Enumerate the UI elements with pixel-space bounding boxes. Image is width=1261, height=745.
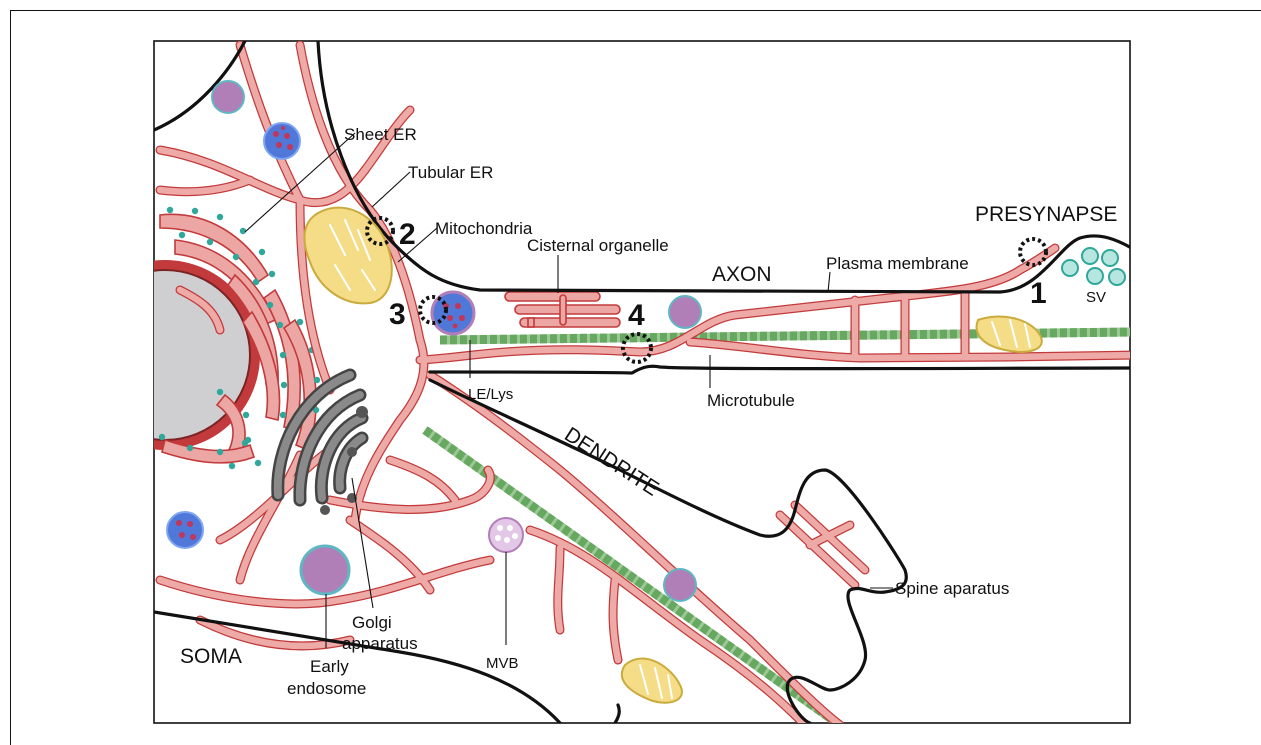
label-early-endosome-line2: endosome [287,679,366,698]
endosome-dendrite [664,569,696,601]
label-golgi-line1: Golgi [352,613,392,632]
label-plasma-membrane: Plasma membrane [826,254,969,273]
endosome-top [212,81,244,113]
label-sv: SV [1086,289,1106,306]
region-presynapse: PRESYNAPSE [975,203,1117,226]
label-mitochondria: Mitochondria [435,219,533,238]
label-microtubule: Microtubule [707,391,795,410]
region-soma: SOMA [180,645,242,668]
early-endosome [301,546,349,594]
label-early-endosome-line1: Early [310,657,349,676]
label-tubular-er: Tubular ER [408,163,493,182]
lysosome-top [264,123,300,159]
mvb [489,518,523,552]
contact-number-2: 2 [399,218,416,251]
endosome-axon [669,296,701,328]
contact-number-3: 3 [389,298,406,331]
lysosome-soma [167,512,203,548]
label-golgi-line2: apparatus [342,634,418,653]
region-axon: AXON [712,263,772,286]
label-spine-aparatus: Spine aparatus [895,579,1009,598]
label-sheet-er: Sheet ER [344,125,417,144]
label-mvb: MVB [486,655,519,672]
label-le-lys: LE/Lys [468,386,513,403]
contact-number-1: 1 [1030,277,1047,310]
label-cisternal-organelle: Cisternal organelle [527,236,669,255]
contact-number-4: 4 [628,299,645,332]
